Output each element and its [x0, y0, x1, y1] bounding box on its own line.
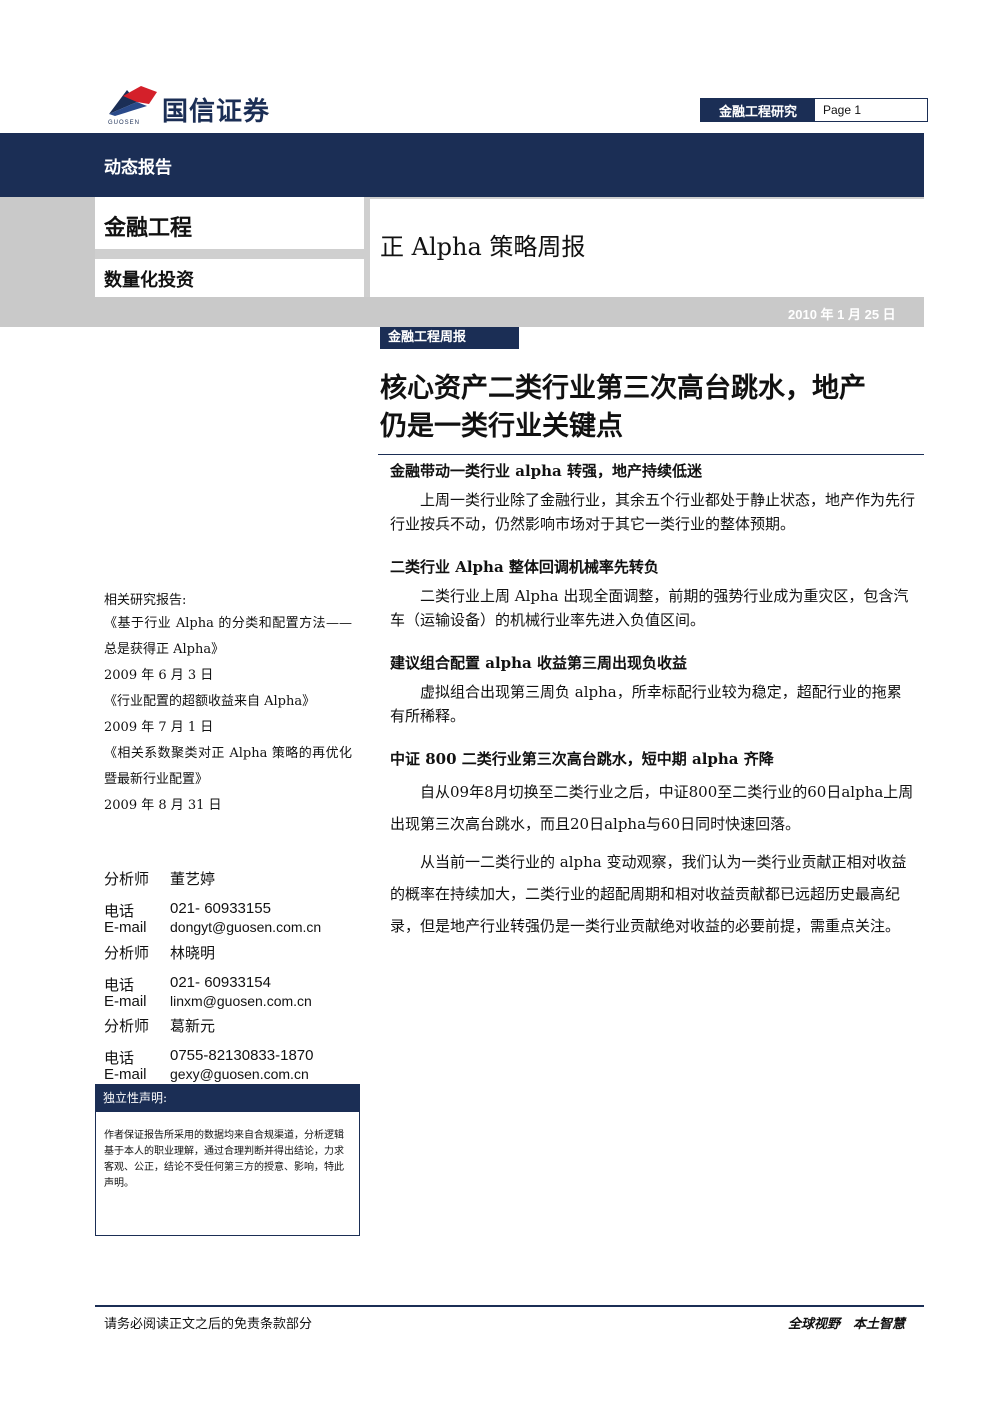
- section-title-2: 二类行业 Alpha 整体回调机械率先转负: [390, 558, 659, 576]
- category-box-secondary: [95, 259, 364, 297]
- section-body-1: 上周一类行业除了金融行业，其余五个行业都处于静止状态，地产作为先行行业按兵不动，…: [390, 488, 916, 536]
- analyst-phone-row: 电话 0755-82130833-1870: [104, 1047, 313, 1068]
- analyst-name: 葛新元: [170, 1017, 216, 1035]
- section-body-2: 二类行业上周 Alpha 出现全面调整，前期的强势行业成为重灾区，包含汽车（运输…: [390, 584, 916, 632]
- date-bar: [95, 297, 924, 327]
- paragraph: 从当前一二类行业的 alpha 变动观察，我们认为一类行业贡献正相对收益的概率在…: [390, 853, 907, 935]
- related-report-title: 《行业配置的超额收益来自 Alpha》: [104, 694, 316, 709]
- analyst-name-row: 分析师 葛新元: [104, 1015, 215, 1036]
- email-label: E-mail: [104, 993, 147, 1010]
- headline-rule: [378, 454, 924, 455]
- analyst-phone-row: 电话 021- 60933154: [104, 974, 271, 995]
- independence-title: 独立性声明:: [95, 1084, 360, 1112]
- header-page-box: 金融工程研究 Page 1: [700, 98, 928, 122]
- analyst-name: 林晓明: [170, 944, 216, 962]
- footer-rule: [95, 1305, 924, 1307]
- grey-panel-left: [0, 197, 95, 327]
- related-report-title: 《基于行业 Alpha 的分类和配置方法——总是获得正 Alpha》: [104, 616, 352, 657]
- analyst-name-row: 分析师 林晓明: [104, 942, 215, 963]
- report-date: 2010 年 1 月 25 日: [788, 307, 896, 322]
- phone-value: 021- 60933155: [170, 900, 271, 917]
- related-reports-list: 《基于行业 Alpha 的分类和配置方法——总是获得正 Alpha》 2009 …: [104, 611, 352, 819]
- footer-slogan: 全球视野 本土智慧: [788, 1317, 906, 1332]
- related-report-title: 《相关系数聚类对正 Alpha 策略的再优化暨最新行业配置》: [104, 746, 352, 787]
- brand-name-en: GUOSEN: [108, 120, 141, 126]
- email-value: dongyt@guosen.com.cn: [170, 919, 322, 935]
- report-title: 正 Alpha 策略周报: [380, 233, 586, 261]
- headline-line-1: 核心资产二类行业第三次高台跳水，地产: [380, 373, 866, 404]
- category-secondary: 数量化投资: [104, 270, 194, 291]
- section-body-4: 自从09年8月切换至二类行业之后，中证800至二类行业的60日alpha上周出现…: [390, 776, 916, 942]
- report-type: 动态报告: [104, 158, 172, 178]
- analyst-email-row: E-mail dongyt@guosen.com.cn: [104, 919, 321, 936]
- email-label: E-mail: [104, 1066, 147, 1083]
- analyst-name: 董艺婷: [170, 870, 216, 888]
- section-title-1: 金融带动一类行业 alpha 转强，地产持续低迷: [390, 462, 702, 480]
- analyst-name-row: 分析师 董艺婷: [104, 868, 215, 889]
- analyst-email-row: E-mail linxm@guosen.com.cn: [104, 993, 312, 1010]
- guosen-logo-icon: [107, 84, 159, 122]
- analyst-label: 分析师: [104, 1017, 150, 1035]
- analyst-label: 分析师: [104, 944, 150, 962]
- phone-label: 电话: [104, 1049, 135, 1067]
- related-reports-label: 相关研究报告:: [104, 593, 187, 608]
- analyst-phone-row: 电话 021- 60933155: [104, 900, 271, 921]
- independence-text: 作者保证报告所采用的数据均来自合规渠道，分析逻辑基于本人的职业理解，通过合理判断…: [104, 1130, 344, 1189]
- category-primary: 金融工程: [104, 215, 193, 241]
- email-value: gexy@guosen.com.cn: [170, 1066, 309, 1082]
- phone-value: 021- 60933154: [170, 974, 271, 991]
- footer-disclaimer: 请务必阅读正文之后的免责条款部分: [104, 1317, 313, 1332]
- related-report-date: 2009 年 7 月 1 日: [104, 720, 214, 735]
- header-page-number: Page 1: [823, 103, 862, 117]
- email-label: E-mail: [104, 919, 147, 936]
- email-value: linxm@guosen.com.cn: [170, 993, 312, 1009]
- report-type-band: [0, 133, 924, 197]
- brand-name-cn: 国信证券: [162, 97, 271, 127]
- paragraph: 上周一类行业除了金融行业，其余五个行业都处于静止状态，地产作为先行行业按兵不动，…: [390, 491, 916, 533]
- category-divider: [95, 249, 364, 259]
- related-report-date: 2009 年 8 月 31 日: [104, 798, 222, 813]
- analyst-label: 分析师: [104, 870, 150, 888]
- headline-line-2: 仍是一类行业关键点: [380, 411, 623, 442]
- paragraph: 二类行业上周 Alpha 出现全面调整，前期的强势行业成为重灾区，包含汽车（运输…: [390, 587, 909, 629]
- phone-label: 电话: [104, 902, 135, 920]
- paragraph: 自从09年8月切换至二类行业之后，中证800至二类行业的60日alpha上周出现…: [390, 783, 914, 833]
- report-tag: 金融工程周报: [380, 327, 519, 349]
- phone-label: 电话: [104, 976, 135, 994]
- section-title-3: 建议组合配置 alpha 收益第三周出现负收益: [390, 654, 687, 672]
- category-box-primary: [95, 199, 364, 249]
- phone-value: 0755-82130833-1870: [170, 1047, 314, 1064]
- paragraph: 虚拟组合出现第三周负 alpha，所幸标配行业较为稳定，超配行业的拖累有所稀释。: [390, 683, 902, 725]
- analyst-email-row: E-mail gexy@guosen.com.cn: [104, 1066, 309, 1083]
- related-report-date: 2009 年 6 月 3 日: [104, 668, 214, 683]
- section-body-3: 虚拟组合出现第三周负 alpha，所幸标配行业较为稳定，超配行业的拖累有所稀释。: [390, 680, 916, 728]
- header-dept: 金融工程研究: [701, 99, 815, 121]
- headline: 核心资产二类行业第三次高台跳水，地产 仍是一类行业关键点: [380, 370, 920, 446]
- report-title-box: [370, 199, 924, 297]
- section-title-4: 中证 800 二类行业第三次高台跳水，短中期 alpha 齐降: [390, 750, 774, 768]
